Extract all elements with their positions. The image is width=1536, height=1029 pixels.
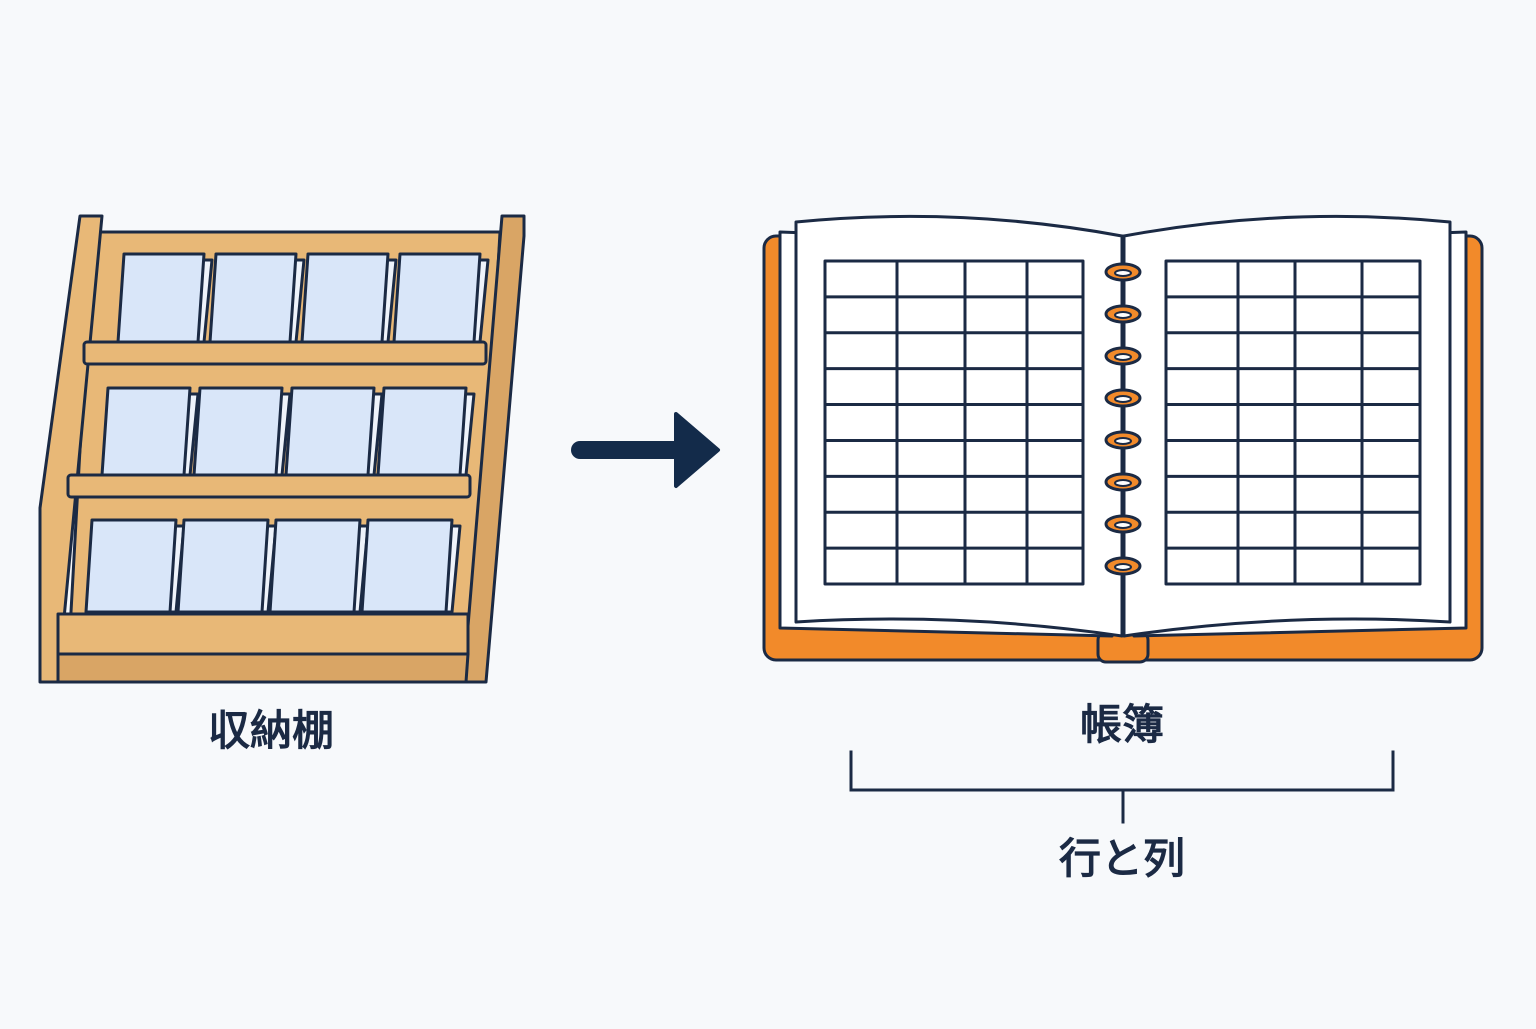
- shelf-board-1: [66, 473, 472, 499]
- shelf-board-0: [82, 340, 488, 366]
- rows-and-columns-label: 行と列: [1058, 834, 1185, 883]
- binder-ring-hole-7: [1114, 563, 1132, 571]
- ledger-label: 帳簿: [1079, 700, 1164, 749]
- arrow-right-icon: [571, 412, 720, 488]
- shelf-board-group: [66, 340, 488, 499]
- binder-ring-hole-4: [1114, 437, 1132, 445]
- ring-binder-icon: [1104, 262, 1142, 576]
- shelf-card-2-3: [360, 518, 454, 614]
- bracket-icon: [849, 750, 1395, 824]
- binder-ring-hole-5: [1114, 479, 1132, 487]
- open-ledger-icon: [762, 214, 1484, 664]
- shelf-card-1-3: [376, 386, 468, 477]
- ledger-left-page: [794, 214, 1124, 638]
- shelf-card-0-0: [116, 252, 206, 344]
- shelf-card-2-0: [84, 518, 178, 614]
- ledger-right-page: [1122, 214, 1452, 638]
- ledger-left-grid: [823, 259, 1085, 586]
- ledger-grid-group: [823, 259, 1422, 586]
- binder-ring-hole-3: [1114, 395, 1132, 403]
- shelf-card-0-1: [208, 252, 298, 344]
- shelf-left-upright: [38, 214, 104, 684]
- binder-ring-hole-2: [1114, 353, 1132, 361]
- shelf-card-1-1: [192, 386, 284, 477]
- shelf-label: 収納棚: [207, 706, 334, 755]
- shelf-card-2-2: [268, 518, 362, 614]
- shelf-card-group: [84, 252, 490, 614]
- ledger-right-grid: [1164, 259, 1422, 586]
- shelf-card-1-2: [284, 386, 376, 477]
- binder-ring-hole-1: [1114, 311, 1132, 319]
- shelf-card-0-3: [392, 252, 482, 344]
- storage-shelf-icon: [38, 214, 526, 684]
- shelf-card-2-1: [176, 518, 270, 614]
- shelf-card-1-0: [100, 386, 192, 477]
- shelf-card-0-2: [300, 252, 390, 344]
- shelf-base-rail: [56, 612, 470, 656]
- binder-ring-hole-0: [1114, 269, 1132, 277]
- binder-ring-hole-6: [1114, 521, 1132, 529]
- shelf-base-front: [56, 652, 470, 684]
